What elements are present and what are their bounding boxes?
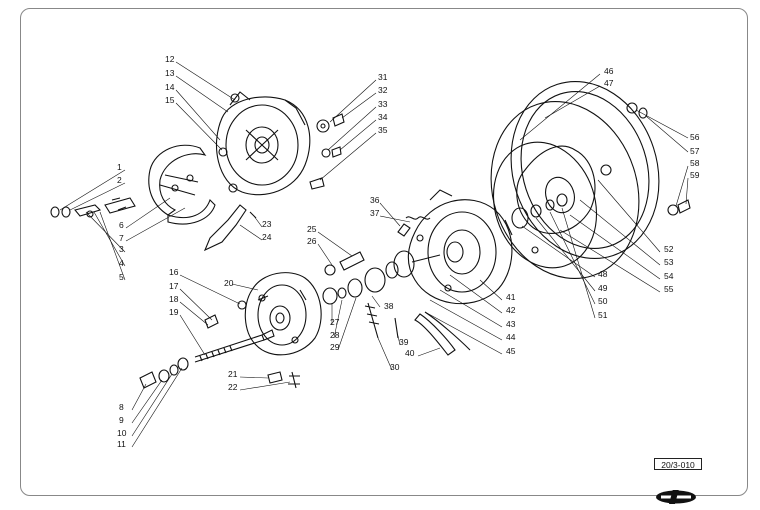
brake-spring [397, 216, 431, 237]
part-label-37: 37 [370, 208, 380, 218]
part-label-21: 21 [228, 369, 238, 379]
part-label-20: 20 [224, 278, 234, 288]
long-bolt [194, 329, 275, 363]
part-label-2: 2 [117, 175, 122, 185]
brake-drum [407, 189, 513, 305]
part-label-46: 46 [604, 66, 614, 76]
part-label-27: 27 [330, 317, 340, 327]
part-label-18: 18 [169, 294, 179, 304]
wheel-nuts [626, 102, 691, 216]
part-label-56: 56 [690, 132, 700, 142]
part-label-50: 50 [598, 296, 608, 306]
part-label-32: 32 [378, 85, 388, 95]
part-label-28: 28 [330, 330, 340, 340]
part-label-4: 4 [119, 258, 124, 268]
part-label-26: 26 [307, 236, 317, 246]
upper-brake-plate [215, 91, 311, 196]
spindle-parts [322, 251, 386, 339]
adjuster-parts [50, 197, 136, 218]
part-label-58: 58 [690, 158, 700, 168]
upper-brake-shoe [148, 144, 216, 225]
part-label-16: 16 [169, 267, 179, 277]
part-label-42: 42 [506, 305, 516, 315]
part-label-30: 30 [390, 362, 400, 372]
part-label-51: 51 [598, 310, 608, 320]
spring-bracket [203, 204, 257, 252]
part-label-31: 31 [378, 72, 388, 82]
part-label-39: 39 [399, 337, 409, 347]
part-label-36: 36 [370, 195, 380, 205]
drawing-frame [20, 8, 748, 496]
innocenti-logo [656, 490, 696, 504]
part-label-53: 53 [664, 257, 674, 267]
part-label-8: 8 [119, 402, 124, 412]
part-label-5: 5 [119, 272, 124, 282]
part-label-48: 48 [598, 269, 608, 279]
part-label-9: 9 [119, 415, 124, 425]
part-label-13: 13 [165, 68, 175, 78]
part-label-38: 38 [384, 301, 394, 311]
part-label-3: 3 [119, 244, 124, 254]
part-label-57: 57 [690, 146, 700, 156]
part-label-25: 25 [307, 224, 317, 234]
part-label-29: 29 [330, 342, 340, 352]
part-label-6: 6 [119, 220, 124, 230]
part-label-41: 41 [506, 292, 516, 302]
part-label-45: 45 [506, 346, 516, 356]
part-label-33: 33 [378, 99, 388, 109]
part-label-12: 12 [165, 54, 175, 64]
part-label-15: 15 [165, 95, 175, 105]
part-label-43: 43 [506, 319, 516, 329]
part-label-10: 10 [117, 428, 127, 438]
part-label-54: 54 [664, 271, 674, 281]
leader-lines [59, 61, 689, 448]
small-parts-lower [204, 300, 300, 389]
part-label-19: 19 [169, 307, 179, 317]
part-label-35: 35 [378, 125, 388, 135]
lower-backing-plate [244, 272, 322, 356]
part-label-49: 49 [598, 283, 608, 293]
drawing-reference-box: 20/3-010 [654, 458, 702, 470]
part-label-40: 40 [405, 348, 415, 358]
hub-bearing-parts [385, 250, 471, 356]
part-label-23: 23 [262, 219, 272, 229]
part-label-52: 52 [664, 244, 674, 254]
part-label-59: 59 [690, 170, 700, 180]
part-label-7: 7 [119, 233, 124, 243]
part-label-55: 55 [664, 284, 674, 294]
part-label-14: 14 [165, 82, 175, 92]
part-label-11: 11 [117, 439, 126, 449]
fastener-parts-upper [309, 113, 345, 190]
part-label-24: 24 [262, 232, 272, 242]
wheel-center-parts [511, 193, 568, 229]
part-label-17: 17 [169, 281, 179, 291]
part-label-22: 22 [228, 382, 238, 392]
part-label-44: 44 [506, 332, 516, 342]
part-label-47: 47 [604, 78, 614, 88]
part-label-1: 1 [117, 162, 122, 172]
part-label-34: 34 [378, 112, 388, 122]
washer-stack [139, 357, 189, 389]
part-number-labels: 1234567891011121314151617181920212223242… [117, 54, 700, 449]
